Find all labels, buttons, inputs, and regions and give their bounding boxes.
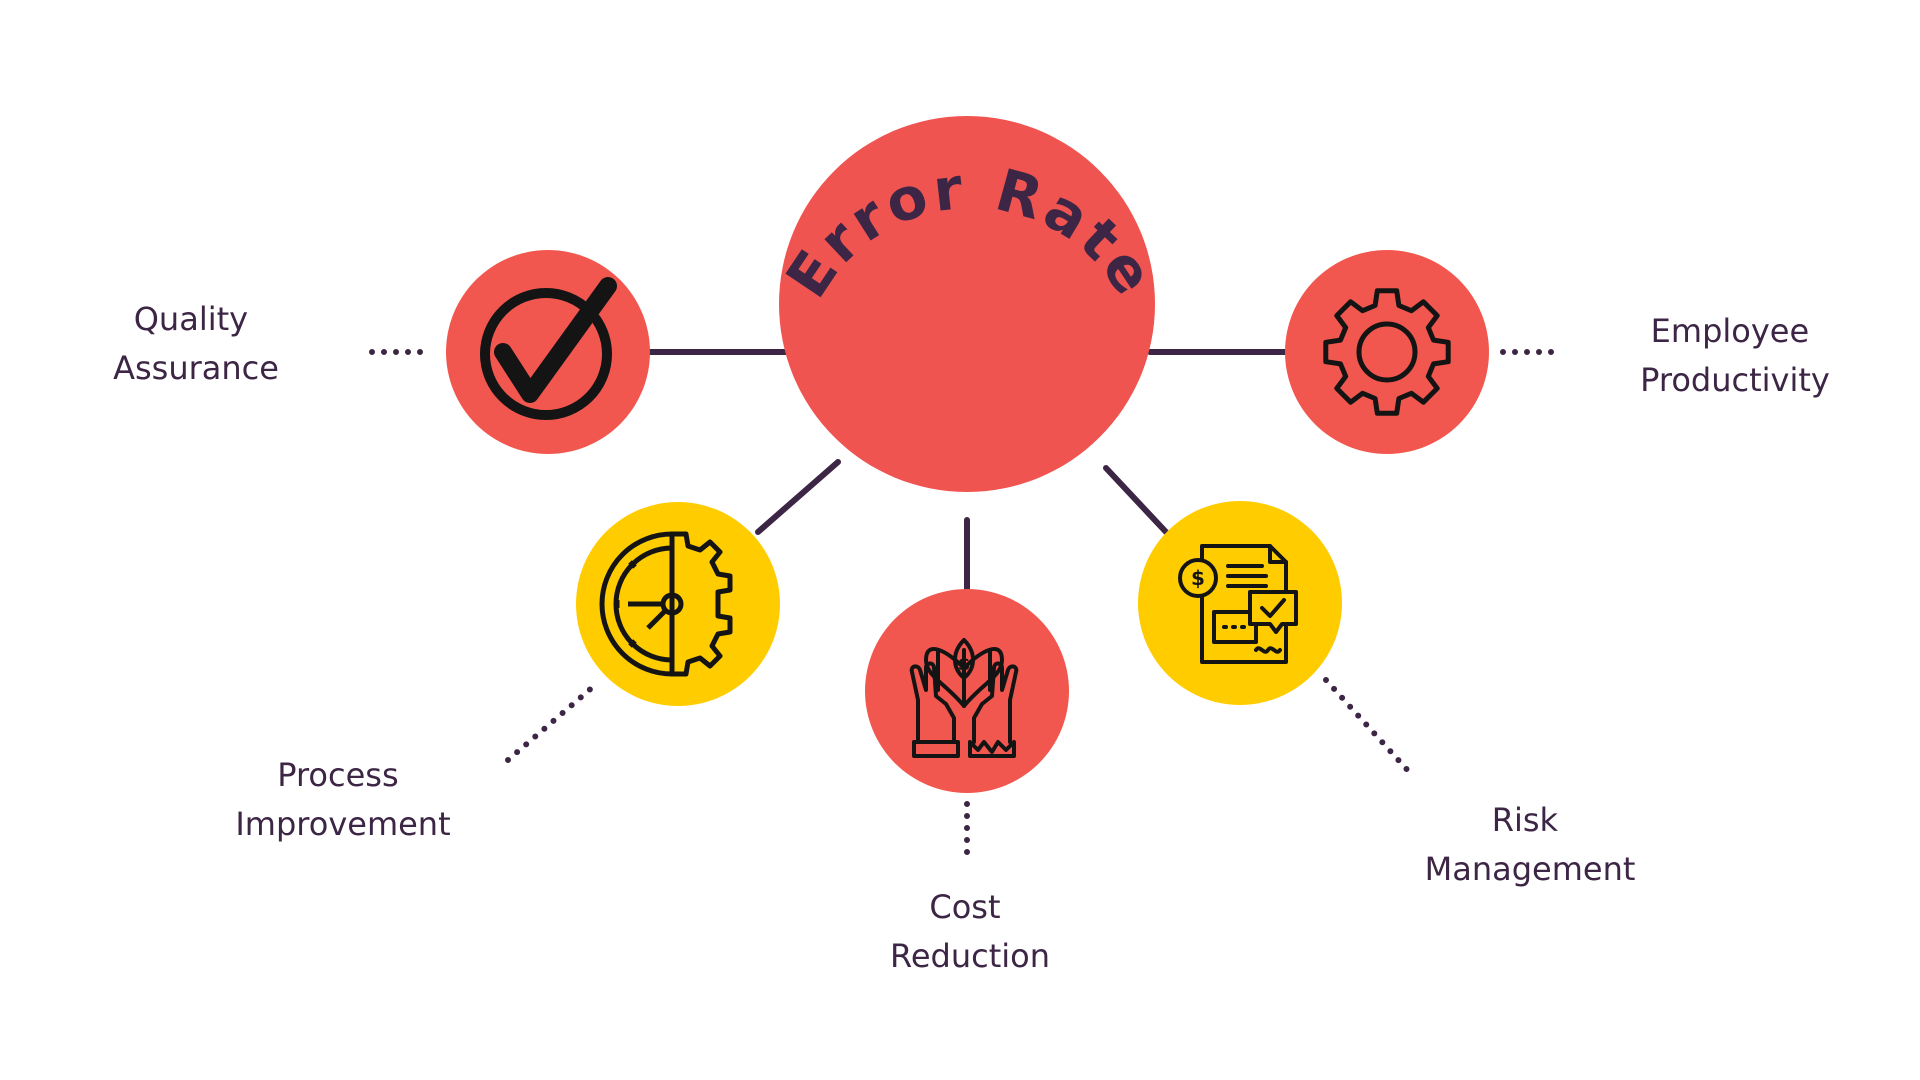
node-cost-reduction: $	[865, 589, 1069, 793]
document-finance-icon: $	[1178, 544, 1298, 664]
label-quality-assurance: Quality Assurance	[113, 300, 279, 387]
dotted-leaders	[369, 349, 1566, 863]
label-cost-reduction: Cost Reduction	[890, 888, 1050, 975]
node-employee-productivity	[1285, 250, 1489, 454]
center-node: Error Rate	[773, 116, 1165, 492]
gear-icon	[1323, 288, 1451, 416]
clock-gear-icon	[599, 531, 733, 677]
node-circle-quality-assurance	[446, 250, 650, 454]
node-process-improvement	[576, 502, 780, 706]
checkmark-icon	[480, 277, 617, 420]
node-circle-employee-productivity	[1285, 250, 1489, 454]
node-circle-risk-management	[1138, 501, 1342, 705]
label-risk-management: Risk Management	[1425, 801, 1636, 888]
labels: Quality Assurance Employee Productivity …	[113, 300, 1830, 975]
hands-money-icon: $	[909, 638, 1019, 758]
node-circle-cost-reduction	[865, 589, 1069, 793]
connector-process-improvement	[755, 459, 841, 535]
node-quality-assurance	[446, 250, 650, 454]
center-circle	[779, 116, 1155, 492]
label-employee-productivity: Employee Productivity	[1640, 312, 1830, 399]
connectors	[647, 349, 1293, 595]
node-risk-management: $	[1138, 501, 1342, 705]
gear-outline	[1323, 288, 1451, 416]
dotted-leader-risk-management	[1323, 677, 1414, 777]
svg-text:$: $	[958, 654, 971, 675]
svg-text:$: $	[1191, 566, 1205, 590]
gear-hub	[1356, 321, 1418, 383]
dotted-leader-process-improvement	[505, 683, 597, 763]
connector-risk-management	[1103, 465, 1169, 535]
label-process-improvement: Process Improvement	[235, 756, 450, 843]
